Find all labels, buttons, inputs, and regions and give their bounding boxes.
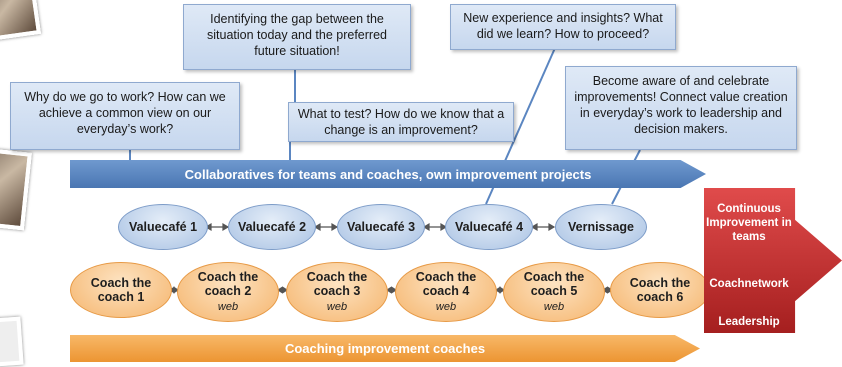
valuecafe-3: Valuecafé 3 — [337, 204, 425, 250]
coach-1-line1: Coach the — [90, 276, 152, 290]
coach-6-line1: Coach the — [629, 276, 691, 290]
collaboratives-label: Collaboratives for teams and coaches, ow… — [184, 166, 592, 182]
valuecafe-1: Valuecafé 1 — [118, 204, 208, 250]
valuecafe-2: Valuecafé 2 — [228, 204, 316, 250]
vernissage: Vernissage — [555, 204, 647, 250]
callout-aware: Become aware of and celebrate improvemen… — [565, 66, 797, 150]
callout-experience: New experience and insights? What did we… — [450, 4, 676, 50]
coach-2-line2: coach 2 — [204, 284, 252, 298]
valuecafe-4: Valuecafé 4 — [445, 204, 533, 250]
valuecafe-1-label: Valuecafé 1 — [128, 220, 198, 234]
coach-3-web: web — [326, 301, 348, 313]
coaching-banner: Coaching improvement coaches — [70, 335, 700, 362]
coaching-label: Coaching improvement coaches — [284, 341, 486, 356]
coach-5-line1: Coach the — [523, 270, 585, 284]
coach-1-line2: coach 1 — [97, 290, 145, 304]
coach-connectors — [168, 286, 614, 294]
coach-5-line2: coach 5 — [530, 284, 578, 298]
coach-2-line1: Coach the — [197, 270, 259, 284]
coach-6-line2: coach 6 — [636, 290, 684, 304]
valuecafe-3-label: Valuecafé 3 — [346, 220, 416, 234]
coach-3-line1: Coach the — [306, 270, 368, 284]
coach-3: Coach the coach 3 web — [286, 262, 388, 322]
outcome-leadership: Leadership — [718, 316, 780, 328]
callout-gap: Identifying the gap between the situatio… — [183, 4, 411, 70]
valuecafe-2-label: Valuecafé 2 — [237, 220, 307, 234]
valuecafe-connectors — [204, 222, 556, 232]
outcome-coachnetwork: Coachnetwork — [709, 278, 789, 290]
coach-2-web: web — [217, 301, 239, 313]
coach-5-web: web — [543, 301, 565, 313]
coach-6: Coach the coach 6 — [610, 262, 710, 318]
callout-why: Why do we go to work? How can we achieve… — [10, 82, 240, 150]
outcome-continuous: Continuous Improvement in teams — [706, 203, 792, 243]
coach-4-line2: coach 4 — [422, 284, 470, 298]
coach-1: Coach the coach 1 — [70, 262, 172, 318]
callout-test: What to test? How do we know that a chan… — [288, 102, 514, 142]
vernissage-label: Vernissage — [567, 220, 634, 234]
coach-4-web: web — [435, 301, 457, 313]
collaboratives-banner: Collaboratives for teams and coaches, ow… — [70, 160, 706, 188]
valuecafe-4-label: Valuecafé 4 — [454, 220, 524, 234]
coach-2: Coach the coach 2 web — [177, 262, 279, 322]
coach-4: Coach the coach 4 web — [395, 262, 497, 322]
coach-5: Coach the coach 5 web — [503, 262, 605, 322]
coach-3-line2: coach 3 — [313, 284, 361, 298]
coach-4-line1: Coach the — [415, 270, 477, 284]
